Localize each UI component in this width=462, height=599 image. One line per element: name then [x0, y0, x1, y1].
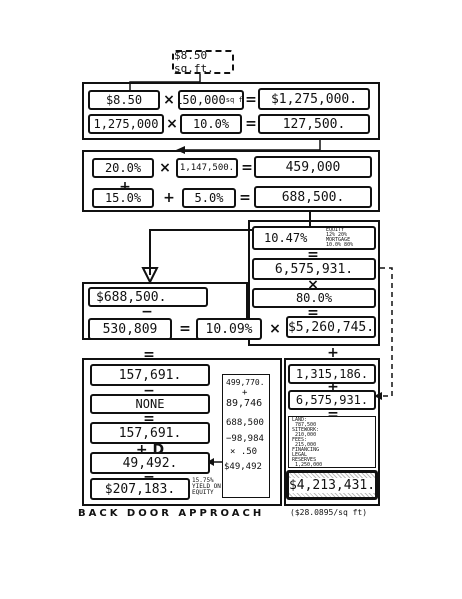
minus-op-2: −	[143, 383, 155, 399]
debt-service-box: 530,809	[88, 318, 172, 340]
plus-op-4: +	[327, 379, 339, 395]
loan-total-box: 6,575,931.	[288, 390, 376, 410]
debt-service: 530,809	[102, 321, 158, 337]
calc-line-1: 499,770.	[226, 378, 265, 387]
equity-rate: 20.0%	[104, 161, 142, 175]
equals-op-11: =	[327, 407, 339, 423]
equity-total-box: 1,315,186.	[288, 364, 376, 384]
price-box: $8.50	[88, 90, 160, 110]
rate-box: 10.0%	[180, 114, 242, 134]
equity-rate-box: 20.0%	[92, 158, 154, 178]
calc-line-3: 89,746	[226, 398, 263, 409]
loan-total: 6,575,931.	[295, 393, 369, 407]
panel-bottom-left	[82, 358, 282, 506]
panel-bottom-right	[284, 358, 380, 506]
multiply-op-2: ×	[166, 116, 178, 132]
rate-15-box: 15.0%	[92, 188, 154, 208]
equals-op-4: =	[239, 190, 251, 206]
cost-per-sqft-note: ($28.0895/sq ft)	[290, 508, 368, 517]
equals-op: =	[245, 92, 257, 108]
equals-op-8: =	[143, 347, 155, 363]
cost-list: LAND: 787,500 SITEWORK: 210,000 FEES: 21…	[292, 417, 323, 468]
panel-land-value	[82, 82, 380, 140]
base-value: 1,147,500.	[179, 163, 235, 173]
equals-op-6: =	[307, 305, 319, 321]
price-per-sqft-label: $8.50 sq.ft.	[174, 49, 214, 75]
total-cost-box: $4,213,431.	[286, 470, 378, 500]
total-cost: $4,213,431.	[288, 477, 376, 493]
ltv-box: 80.0%	[252, 288, 376, 308]
calc-line-2: +	[242, 388, 248, 398]
equals-op-7: =	[179, 321, 191, 337]
equals-op-9: =	[143, 411, 155, 427]
equity-value: $688,500.	[96, 289, 167, 305]
equals-op-2: =	[245, 116, 257, 132]
rate-5: 5.0%	[194, 191, 224, 205]
constant-value: 10.09%	[205, 321, 253, 337]
plus-op: +	[119, 179, 131, 195]
result-459: 459,000	[285, 159, 341, 175]
calc-column	[222, 374, 270, 498]
area-box: 150,000 sq ft	[178, 90, 244, 110]
constant-box: 10.09%	[196, 318, 262, 340]
rate-5-box: 5.0%	[182, 188, 236, 208]
panel-right-column	[248, 220, 380, 346]
diagram-title: BACK DOOR APPROACH	[78, 508, 265, 519]
equity-box: $688,500.	[88, 287, 208, 307]
area-value: 150,000	[178, 93, 226, 107]
plus-op-3: +	[327, 345, 339, 361]
price-per-sqft-note: $8.50 sq.ft.	[172, 49, 234, 75]
equals-op-5: =	[307, 247, 319, 263]
multiply-op-4: ×	[307, 277, 319, 293]
multiply-op: ×	[163, 92, 175, 108]
value-box-6575931: 6,575,931.	[252, 258, 376, 280]
blended-rate-box: 10.47%	[252, 226, 376, 250]
plus-op-2: +	[163, 190, 175, 206]
rate-15: 15.0%	[104, 191, 142, 205]
cash-flow-box: 157,691.	[90, 364, 210, 386]
value-6575931: 6,575,931.	[274, 261, 354, 277]
annual-return: 127,500.	[282, 116, 346, 132]
calc-line-6: × .50	[230, 447, 258, 457]
base-box: 1,147,500.	[176, 158, 238, 178]
cost-list-box	[288, 416, 376, 468]
loan-value: $5,260,745.	[287, 319, 375, 335]
ltv: 80.0%	[295, 291, 333, 305]
blended-rate: 10.47%	[264, 231, 308, 245]
net-cash-flow-box: 157,691.	[90, 422, 210, 444]
multiply-op-3: ×	[159, 160, 171, 176]
result-box-688: 688,500.	[254, 186, 372, 208]
none-value: NONE	[135, 397, 165, 411]
loan-box: $5,260,745.	[286, 316, 376, 338]
minus-op: −	[141, 304, 153, 320]
land-value-repeat: 1,275,000	[93, 117, 159, 131]
blended-rate-note: EQUITY 12% 20% MORTGAGE 10.0% 80%	[326, 227, 354, 248]
rate-value: 10.0%	[192, 117, 230, 131]
equals-op-3: =	[241, 160, 253, 176]
land-value-repeat-box: 1,275,000	[88, 114, 164, 134]
result-box-459: 459,000	[254, 156, 372, 178]
land-value-box: $1,275,000.	[258, 88, 370, 110]
annual-return-box: 127,500.	[258, 114, 370, 134]
result-688: 688,500.	[281, 189, 345, 205]
multiply-op-5: ×	[269, 321, 281, 337]
area-unit: sq ft	[225, 96, 243, 104]
total-return: $207,183.	[104, 481, 176, 497]
price-value: $8.50	[105, 93, 143, 107]
panel-cap-rate	[82, 150, 380, 212]
land-value: $1,275,000.	[270, 91, 358, 107]
equity-total: 1,315,186.	[295, 367, 369, 381]
depreciation: 49,492.	[122, 455, 178, 471]
calc-line-7: $49,492	[224, 462, 262, 472]
total-return-box: $207,183.	[90, 478, 190, 500]
calc-line-4: 688,500	[226, 418, 264, 428]
net-cash-flow: 157,691.	[118, 425, 182, 441]
yield-note: 15.75% YIELD ON EQUITY	[192, 477, 221, 496]
cash-flow: 157,691.	[118, 367, 182, 383]
depreciation-box: 49,492.	[90, 452, 210, 474]
none-box: NONE	[90, 394, 210, 414]
calc-line-5: −98,984	[226, 434, 264, 444]
